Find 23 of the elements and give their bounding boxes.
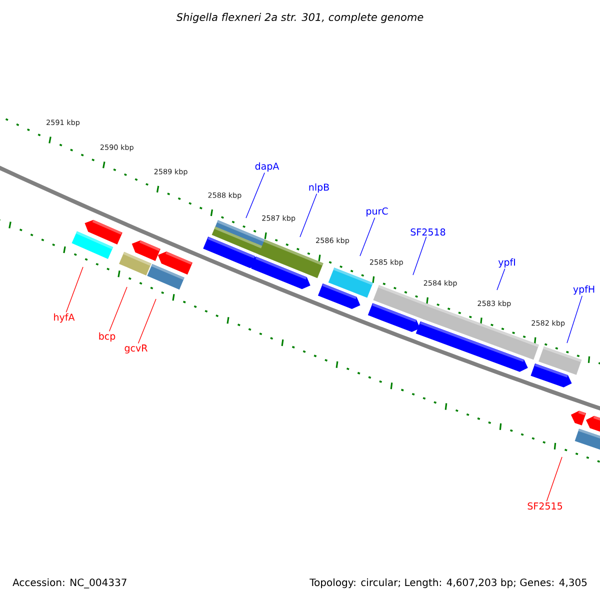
- leader-line: [360, 217, 376, 256]
- gene-label: SF2518: [410, 228, 446, 236]
- leader-line: [546, 456, 562, 502]
- leader-line: [412, 236, 427, 276]
- leader-line: [246, 172, 265, 218]
- gene-label: ypfI: [498, 258, 515, 268]
- gene-label: ypfH: [573, 285, 594, 295]
- leader-line: [566, 295, 582, 344]
- gene-label: dapA: [255, 162, 280, 172]
- leader-line: [496, 268, 506, 290]
- gene-label: hyfA: [54, 313, 75, 323]
- leader-line: [300, 193, 318, 238]
- genome-info-text: Topology: circular; Length: 4,607,203 bp; Genes: 4,305: [310, 578, 587, 588]
- gene-label: SF2515: [528, 502, 562, 510]
- leader-line: [66, 266, 84, 313]
- gene-label: purC: [366, 207, 388, 217]
- gene-label: gcvR: [124, 344, 148, 354]
- accession-text: Accession: NC_004337: [12, 578, 126, 588]
- gene-label: nlpB: [309, 183, 329, 193]
- title: Shigella flexneri 2a str. 301, complete genome: [176, 12, 424, 24]
- leader-line: [138, 298, 156, 344]
- leader-line: [108, 286, 128, 332]
- gene-label: bcp: [99, 332, 116, 342]
